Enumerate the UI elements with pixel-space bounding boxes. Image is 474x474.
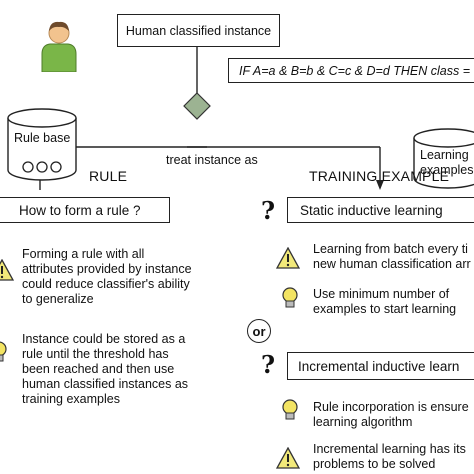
static-idea-line-2: examples to start learning [313, 302, 457, 316]
or-label: or [252, 323, 266, 339]
rule-formula-box: IF A=a & B=b & C=c & D=d THEN class = [228, 58, 474, 83]
rule-warning-line-3: could reduce classifier's ability [22, 277, 190, 291]
rule-warning-line-2: attributes provided by instance [22, 262, 192, 276]
rule-warning-line-4: to generalize [22, 292, 94, 306]
incremental-warning-line-1: Incremental learning has its [313, 442, 466, 456]
warning-icon [0, 259, 14, 281]
rule-heading: RULE [89, 168, 128, 184]
incremental-inductive-learning-box: Incremental inductive learn [287, 352, 474, 380]
incremental-warning-line-2: problems to be solved [313, 457, 436, 471]
rule-warning-line-1: Forming a rule with all [22, 247, 145, 261]
incremental-idea-line-1: Rule incorporation is ensure [313, 400, 469, 414]
training-example-heading: TRAINING EXAMPLE [309, 168, 450, 184]
learning-examples-database-icon [413, 128, 474, 189]
human-classified-instance-box: Human classified instance [117, 14, 280, 47]
static-inductive-learning-box: Static inductive learning [287, 197, 474, 223]
rule-formula: IF A=a & B=b & C=c & D=d THEN class = [239, 63, 470, 78]
warning-icon [276, 247, 300, 269]
lightbulb-icon [0, 341, 7, 362]
arrow-head-icon [376, 180, 384, 190]
incremental-inductive-learning-label: Incremental inductive learn [298, 358, 460, 374]
person-icon [41, 21, 77, 72]
rule-idea-line-5: training examples [22, 392, 120, 406]
rule-idea-line-3: been reached and then use [22, 362, 175, 376]
static-warning-line-1: Learning from batch every ti [313, 242, 468, 256]
decision-diamond [183, 92, 211, 120]
rule-idea-line-4: human classified instances as [22, 377, 189, 391]
how-to-form-rule-label: How to form a rule ? [19, 202, 141, 218]
question-mark-icon: ? [261, 196, 276, 225]
incremental-idea-line-2: learning algorithm [313, 415, 413, 429]
static-idea-line-1: Use minimum number of [313, 287, 450, 301]
warning-icon [276, 447, 300, 469]
human-box-label: Human classified instance [125, 23, 272, 38]
lightbulb-icon [282, 287, 298, 308]
static-inductive-learning-label: Static inductive learning [300, 202, 443, 218]
learning-label-line1: Learning [420, 148, 469, 162]
learning-label-line2: examples [420, 163, 474, 177]
question-mark-icon: ? [261, 350, 276, 379]
lightbulb-icon [282, 399, 298, 420]
static-warning-line-2: new human classification arr [313, 257, 471, 271]
how-to-form-rule-box: How to form a rule ? [0, 197, 170, 223]
rule-base-database-icon [7, 108, 77, 181]
decision-label: treat instance as [166, 153, 258, 167]
rule-idea-line-1: Instance could be stored as a [22, 332, 186, 346]
rule-idea-line-2: rule until the threshold has [22, 347, 169, 361]
or-circle: or [247, 319, 271, 343]
rule-base-label: Rule base [14, 131, 71, 145]
